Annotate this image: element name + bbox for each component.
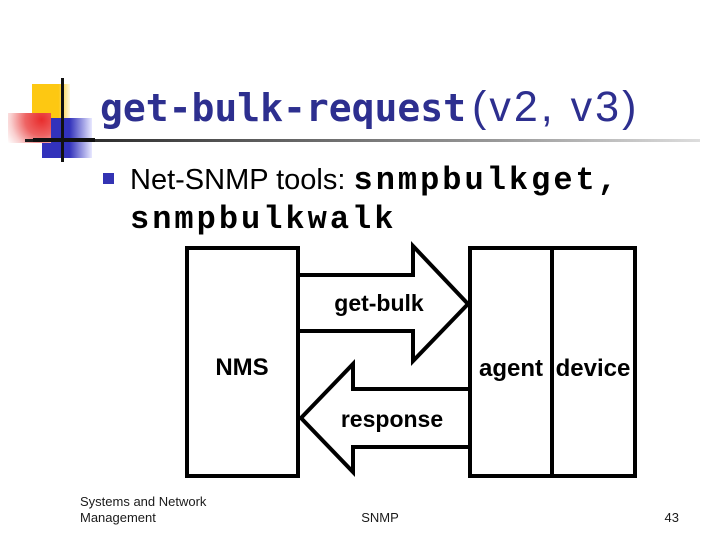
- agent-box: [468, 246, 554, 478]
- footer-course-line2: Management: [80, 510, 156, 525]
- device-box: [550, 246, 637, 478]
- bullet-item: Net-SNMP tools: snmpbulkget,snmpbulkwalk: [130, 161, 670, 239]
- agent-box-label: agent: [479, 355, 543, 382]
- logo-horizontal-line: [33, 138, 95, 142]
- slide-title-suffix: (v2, v3): [472, 83, 640, 131]
- title-underline-rule: [25, 139, 700, 142]
- bullet-square-icon: [103, 173, 114, 184]
- response-arrow: [298, 359, 472, 477]
- slide-title-code: get-bulk-request: [100, 86, 467, 130]
- slide-title: get-bulk-request(v2, v3): [100, 82, 639, 142]
- device-box-label: device: [556, 355, 631, 382]
- bullet-code-1: snmpbulkget,: [353, 162, 620, 199]
- footer-page-number: 43: [664, 510, 679, 525]
- bullet-code-2: snmpbulkwalk: [130, 201, 397, 238]
- logo-vertical-line: [61, 78, 64, 162]
- get-bulk-arrow-label: get-bulk: [334, 290, 424, 316]
- response-arrow-label: response: [341, 406, 443, 432]
- footer-course-line1: Systems and Network: [80, 494, 207, 509]
- nms-box-label: NMS: [215, 354, 268, 381]
- nms-box: [185, 246, 300, 478]
- get-bulk-arrow: [296, 240, 471, 366]
- bullet-prefix: Net-SNMP tools:: [130, 164, 354, 196]
- footer-section-name: SNMP: [361, 510, 399, 525]
